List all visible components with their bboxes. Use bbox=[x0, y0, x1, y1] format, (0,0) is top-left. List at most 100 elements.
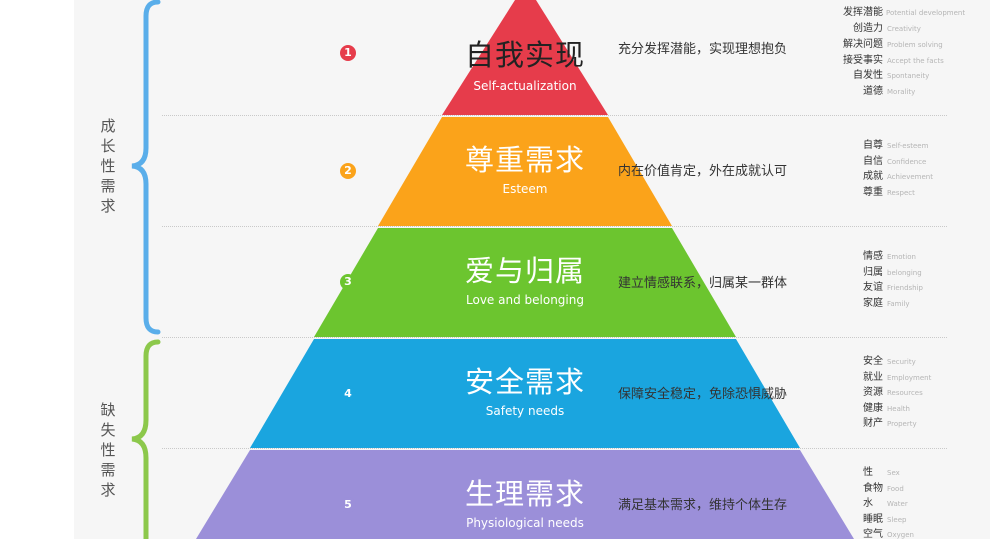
tier-divider bbox=[162, 115, 947, 116]
keyword-en: Problem solving bbox=[887, 41, 943, 49]
keyword-en: Oxygen bbox=[887, 531, 914, 539]
tier-number-badge: 5 bbox=[340, 497, 356, 513]
keyword-en: Confidence bbox=[887, 158, 927, 166]
keyword-item: 水 Water bbox=[863, 497, 908, 511]
keyword-cn: 健康 bbox=[863, 403, 883, 414]
keyword-en: Sex bbox=[887, 469, 900, 477]
keyword-item: 就业 Employment bbox=[863, 371, 931, 385]
keyword-cn: 食物 bbox=[863, 483, 883, 494]
tier-description: 内在价值肯定，外在成就认可 bbox=[618, 164, 788, 179]
keyword-en: Sleep bbox=[887, 516, 907, 524]
tier-number-badge: 1 bbox=[340, 45, 356, 61]
keyword-cn: 水 bbox=[863, 498, 873, 509]
keyword-en: Respect bbox=[887, 189, 915, 197]
growth-needs-label: 成长性需求 bbox=[100, 117, 116, 215]
tier-title: 自我实现 bbox=[464, 38, 585, 72]
keyword-en: Water bbox=[887, 500, 908, 508]
tier-number-badge: 3 bbox=[340, 274, 356, 290]
keyword-cn: 家庭 bbox=[863, 298, 883, 309]
keyword-item: 归属 belonging bbox=[863, 266, 922, 280]
keyword-item: 空气 Oxygen bbox=[863, 528, 914, 542]
tier-love-belonging-shape bbox=[314, 228, 736, 337]
keyword-en: Emotion bbox=[887, 253, 916, 261]
keyword-en: Friendship bbox=[887, 284, 923, 292]
tier-physiological-shape bbox=[196, 450, 854, 539]
keyword-item: 成就 Achievement bbox=[863, 170, 933, 184]
keyword-en: Potential development bbox=[886, 9, 966, 17]
tier-divider bbox=[162, 337, 947, 338]
keyword-cn: 创造力 bbox=[853, 23, 883, 34]
keyword-cn: 资源 bbox=[863, 387, 883, 398]
keyword-en: Property bbox=[887, 420, 917, 428]
keyword-en: Morality bbox=[887, 88, 916, 96]
tier-description: 满足基本需求，维持个体生存 bbox=[618, 498, 788, 513]
keyword-en: Accept the facts bbox=[887, 57, 944, 65]
keyword-item: 解决问题 Problem solving bbox=[843, 38, 943, 52]
tier-divider bbox=[162, 448, 947, 449]
keyword-cn: 自尊 bbox=[863, 140, 883, 151]
tier-divider bbox=[162, 226, 947, 227]
tier-safety-shape bbox=[250, 339, 800, 448]
keyword-cn: 空气 bbox=[863, 529, 883, 540]
keyword-en: Self-esteem bbox=[887, 142, 929, 150]
keyword-item: 道德 Morality bbox=[863, 85, 915, 99]
keyword-en: belonging bbox=[887, 269, 922, 277]
keyword-cn: 就业 bbox=[863, 372, 883, 383]
keyword-cn: 发挥潜能 bbox=[843, 7, 883, 18]
tier-self-actualization-shape bbox=[442, 0, 608, 115]
keyword-en: Employment bbox=[887, 374, 932, 382]
keyword-item: 资源 Resources bbox=[863, 386, 923, 400]
keyword-cn: 安全 bbox=[863, 356, 883, 367]
keyword-cn: 解决问题 bbox=[843, 39, 883, 50]
deficiency-needs-label: 缺失性需求 bbox=[100, 401, 116, 499]
keyword-item: Potential development bbox=[886, 6, 965, 20]
keyword-cn: 友谊 bbox=[863, 282, 883, 293]
keyword-item: 友谊 Friendship bbox=[863, 281, 923, 295]
keyword-en: Creativity bbox=[887, 25, 921, 33]
keyword-item: 情感 Emotion bbox=[863, 250, 916, 264]
tier-subtitle: Physiological needs bbox=[466, 516, 584, 530]
keyword-cn: 道德 bbox=[863, 86, 883, 97]
tier-title: 尊重需求 bbox=[464, 143, 585, 177]
keyword-en: Health bbox=[887, 405, 910, 413]
keyword-item: 发挥潜能 bbox=[843, 6, 883, 20]
keyword-item: 创造力 Creativity bbox=[853, 22, 921, 36]
keyword-item: 健康 Health bbox=[863, 402, 910, 416]
keyword-item: 食物 Food bbox=[863, 482, 904, 496]
tier-number-badge: 4 bbox=[340, 386, 356, 402]
tier-description: 充分发挥潜能，实现理想抱负 bbox=[618, 42, 788, 57]
tier-subtitle: Safety needs bbox=[485, 404, 565, 418]
tier-description: 建立情感联系，归属某一群体 bbox=[618, 276, 788, 291]
keyword-item: 自尊 Self-esteem bbox=[863, 139, 928, 153]
keyword-cn: 尊重 bbox=[863, 187, 883, 198]
tier-title: 安全需求 bbox=[464, 365, 585, 399]
tier-esteem-shape bbox=[378, 117, 672, 226]
keyword-cn: 成就 bbox=[863, 171, 883, 182]
tier-subtitle: Self-actualization bbox=[473, 79, 577, 93]
keyword-en: Food bbox=[887, 485, 904, 493]
tier-title: 爱与归属 bbox=[464, 254, 585, 288]
growth-needs-bracket bbox=[131, 0, 161, 335]
keyword-en: Achievement bbox=[887, 173, 933, 181]
keyword-cn: 情感 bbox=[863, 251, 883, 262]
keyword-item: 性 Sex bbox=[863, 466, 900, 480]
deficiency-needs-bracket bbox=[131, 339, 161, 539]
keyword-cn: 性 bbox=[863, 467, 873, 478]
tier-number-badge: 2 bbox=[340, 163, 356, 179]
keyword-en: Resources bbox=[887, 389, 923, 397]
tier-title: 生理需求 bbox=[464, 477, 585, 511]
tier-description: 保障安全稳定，免除恐惧威胁 bbox=[618, 387, 788, 402]
tier-subtitle: Love and belonging bbox=[466, 293, 584, 307]
keyword-en: Spontaneity bbox=[887, 72, 930, 80]
keyword-cn: 归属 bbox=[863, 267, 883, 278]
tier-subtitle: Esteem bbox=[502, 182, 548, 196]
